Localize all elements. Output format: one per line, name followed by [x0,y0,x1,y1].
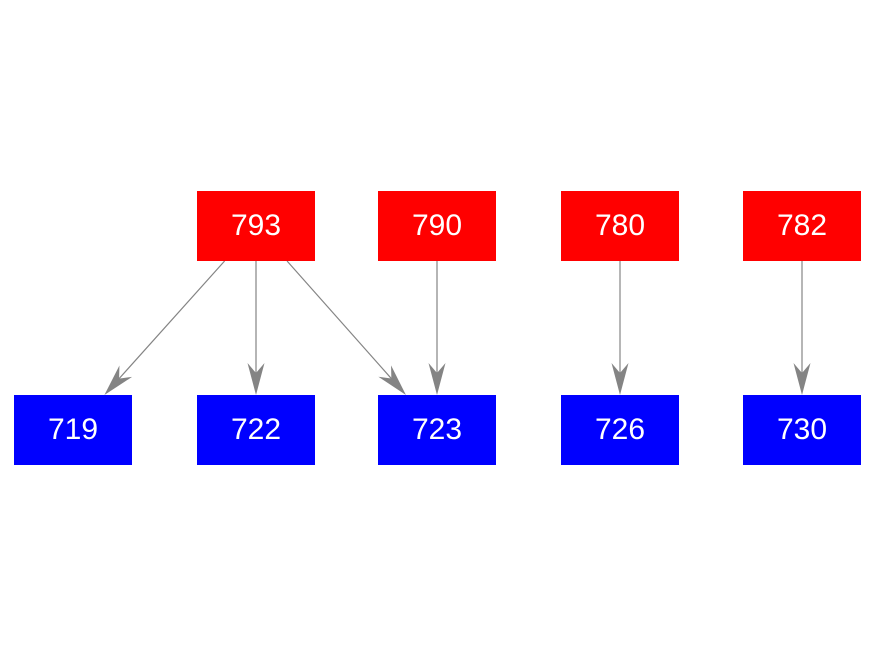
node-label: 726 [594,413,646,446]
edge-line-793-723 [286,260,392,379]
node-label: 790 [411,209,463,242]
edge-arrowhead-793-722 [247,363,265,395]
node-label: 793 [230,209,282,242]
node-label: 723 [411,413,463,446]
edge-arrowhead-782-730 [793,363,811,395]
node-730[interactable]: 730 [743,395,861,465]
edge-arrowhead-790-723 [428,363,446,395]
edge-arrowhead-780-726 [611,363,629,395]
node-719[interactable]: 719 [14,395,132,465]
node-793[interactable]: 793 [197,191,315,261]
node-label: 780 [594,209,646,242]
edge-line-793-719 [118,260,226,380]
node-722[interactable]: 722 [197,395,315,465]
node-723[interactable]: 723 [378,395,496,465]
node-label: 730 [776,413,828,446]
node-label: 722 [230,413,282,446]
edge-arrowhead-793-719 [104,365,133,395]
edge-arrowhead-793-723 [378,365,406,395]
node-782[interactable]: 782 [743,191,861,261]
node-label: 719 [47,413,99,446]
node-726[interactable]: 726 [561,395,679,465]
node-780[interactable]: 780 [561,191,679,261]
node-label: 782 [776,209,828,242]
node-790[interactable]: 790 [378,191,496,261]
